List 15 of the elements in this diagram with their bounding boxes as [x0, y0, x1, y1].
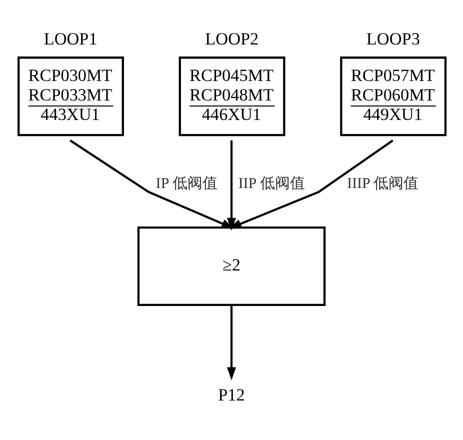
- node-label: LOOP1: [44, 30, 98, 49]
- node-text: P12: [218, 385, 245, 404]
- edge-label: IIIP 低阀值: [347, 176, 419, 192]
- arrow: [226, 304, 236, 380]
- node-label: LOOP3: [366, 30, 420, 49]
- arrow: [226, 140, 236, 231]
- node-box: RCP030MT RCP033MT 443XU1: [18, 56, 124, 136]
- arrow: [70, 140, 234, 229]
- edge-label: IP 低阀值: [156, 176, 218, 192]
- arrow: [228, 140, 394, 229]
- node-box: RCP045MT RCP048MT 446XU1: [178, 56, 286, 136]
- node-box: RCP057MT RCP060MT 449XU1: [340, 56, 447, 136]
- node-label: LOOP2: [205, 30, 259, 49]
- edge-label: IIP 低阀值: [238, 176, 305, 192]
- node-box: ≥2: [137, 226, 326, 306]
